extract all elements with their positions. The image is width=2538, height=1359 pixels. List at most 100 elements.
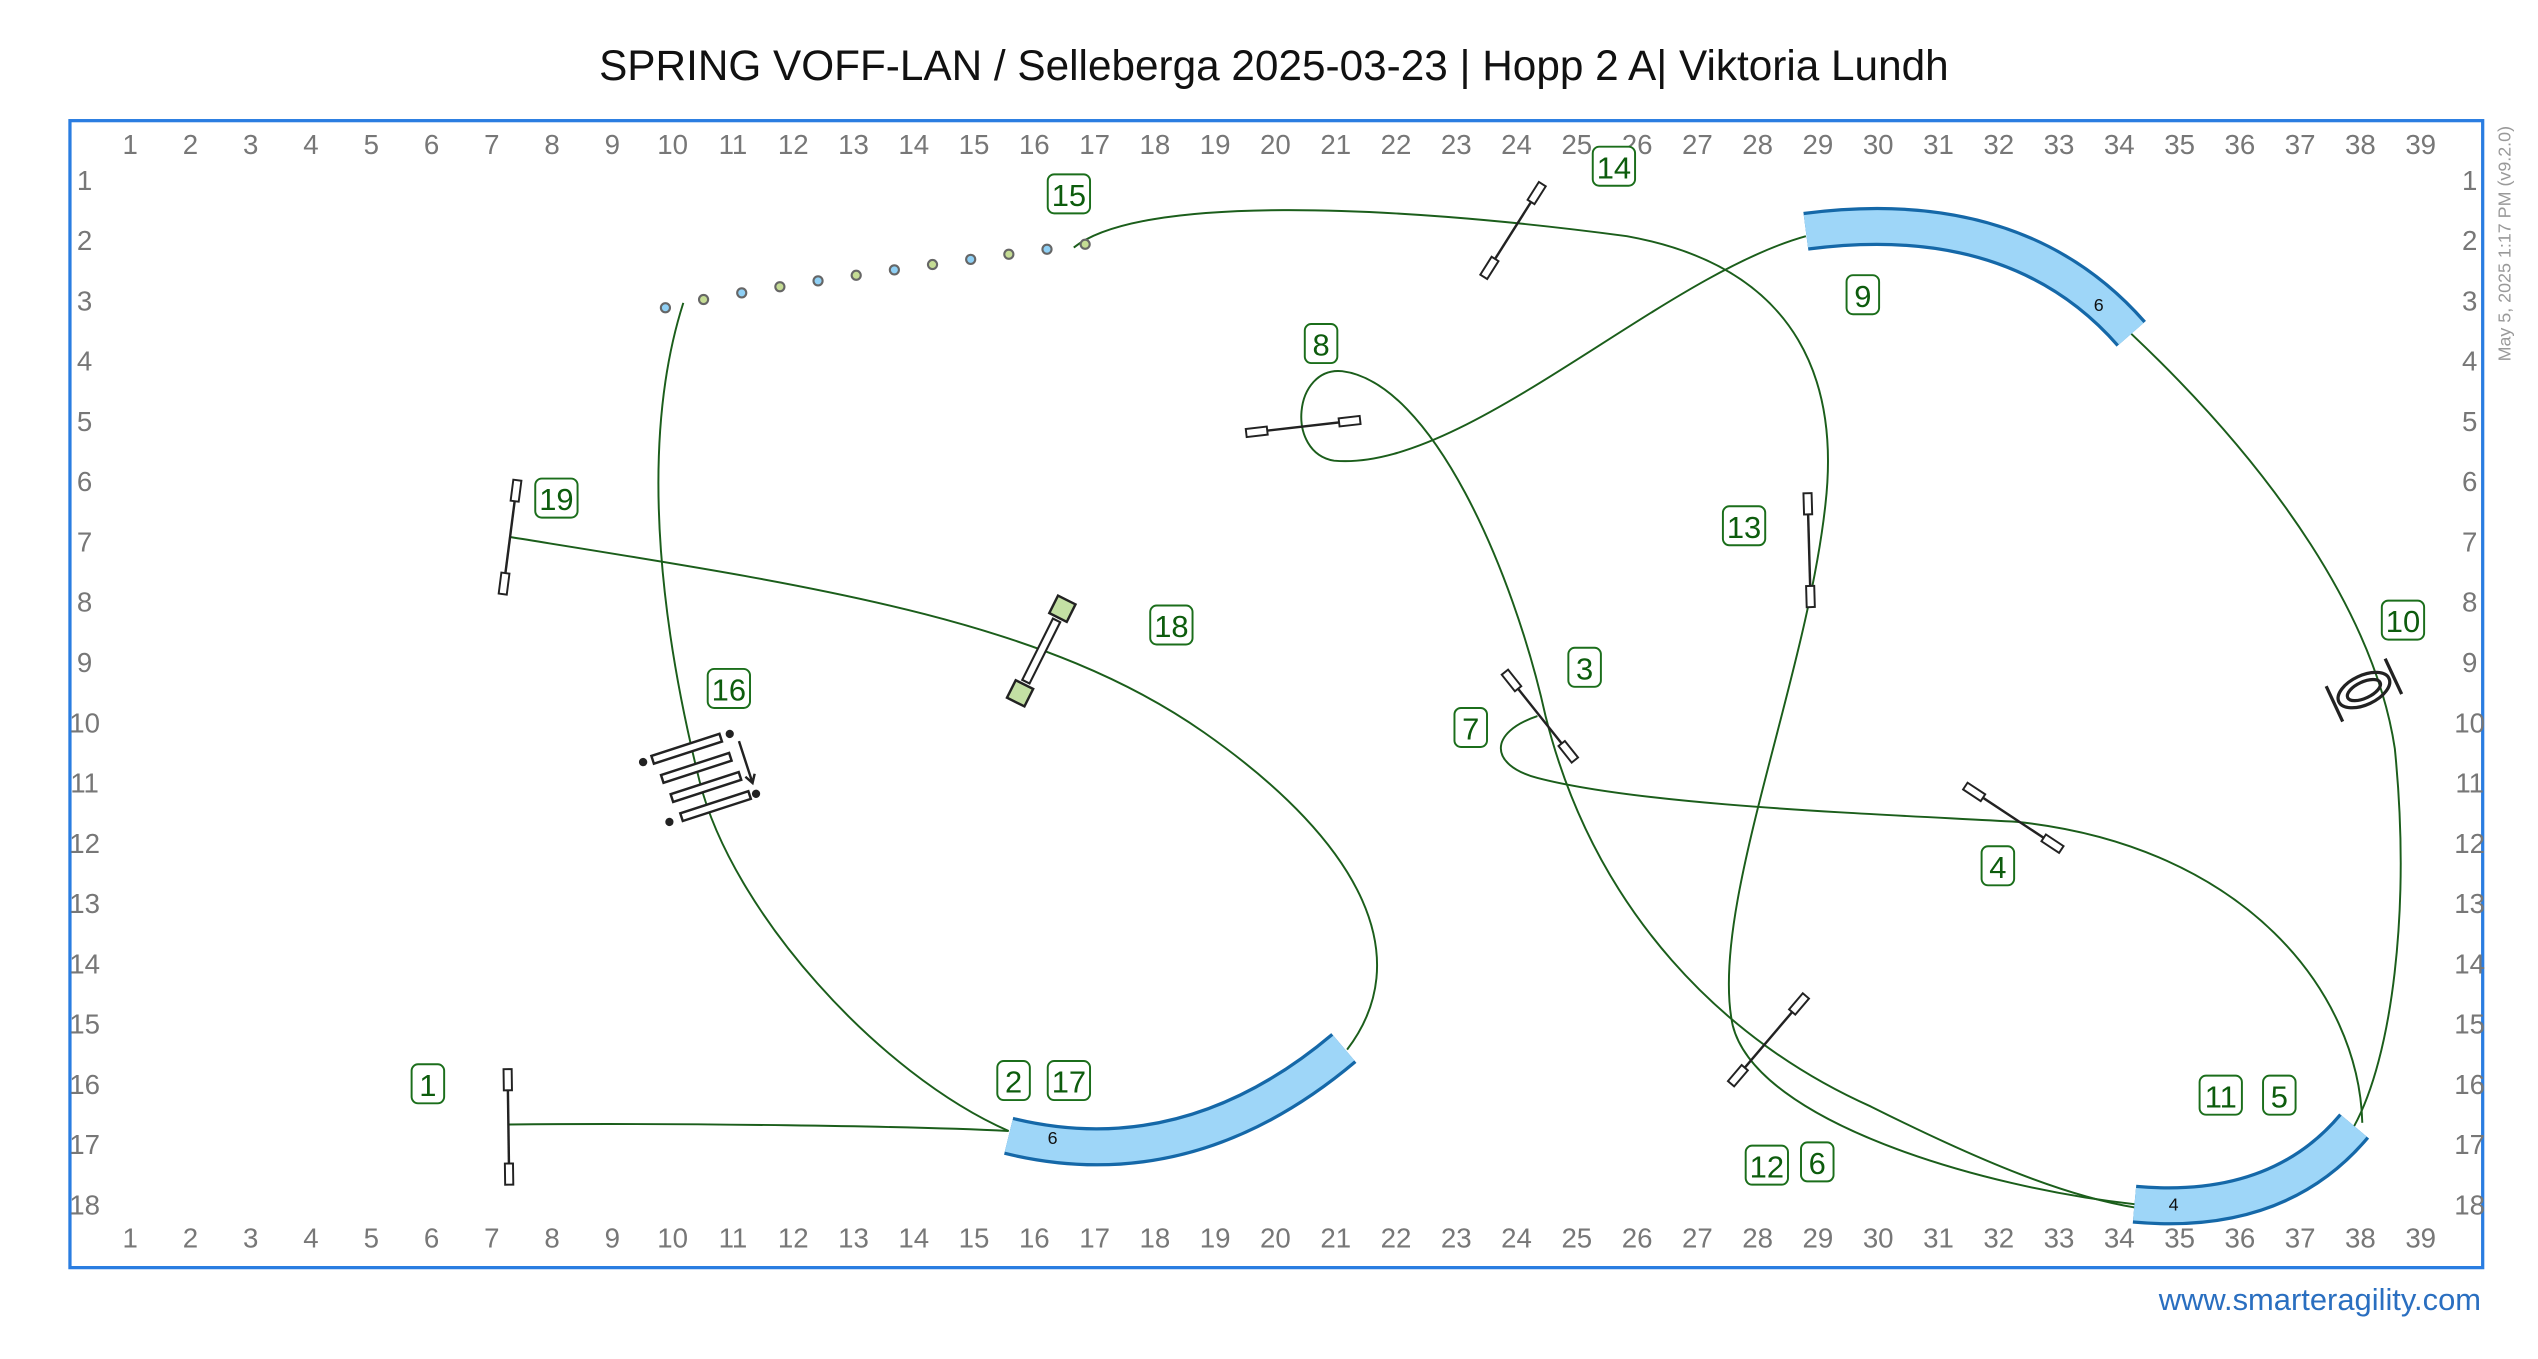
row-label: 6 xyxy=(2462,466,2477,497)
jump-stand xyxy=(1805,584,1816,609)
weave-pole xyxy=(926,258,939,271)
number-label: 2 xyxy=(1005,1065,1022,1100)
course-number-1: 1 xyxy=(410,1063,446,1105)
number-box xyxy=(1744,1144,1789,1186)
column-label: 15 xyxy=(959,1222,990,1253)
course-title: SPRING VOFF-LAN / Selleberga 2025-03-23 … xyxy=(599,42,1949,89)
number-label: 19 xyxy=(539,482,573,517)
jump-19[interactable] xyxy=(497,478,523,596)
number-box xyxy=(1303,323,1339,365)
column-label: 11 xyxy=(719,1222,748,1253)
row-label: 4 xyxy=(77,346,92,377)
weave-poles-15[interactable] xyxy=(659,238,1091,314)
course-number-14: 14 xyxy=(1591,145,1637,187)
jump-8[interactable] xyxy=(1244,414,1362,439)
row-label: 16 xyxy=(69,1069,100,1100)
column-label: 3 xyxy=(243,129,258,160)
jump-stand xyxy=(1526,180,1548,206)
row-label: 10 xyxy=(69,707,100,738)
column-label: 27 xyxy=(1682,1222,1713,1253)
number-label: 3 xyxy=(1576,651,1593,686)
column-label: 12 xyxy=(778,129,809,160)
column-label: 37 xyxy=(2285,129,2316,160)
tire-10[interactable] xyxy=(2324,657,2404,723)
row-label: 2 xyxy=(77,225,92,256)
course-number-5: 5 xyxy=(2262,1074,2297,1116)
column-label: 21 xyxy=(1320,1222,1351,1253)
column-label: 31 xyxy=(1923,1222,1954,1253)
number-label: 4 xyxy=(1989,850,2006,885)
number-box xyxy=(2198,1074,2243,1116)
column-label: 29 xyxy=(1803,129,1834,160)
column-label: 19 xyxy=(1200,1222,1231,1253)
number-box xyxy=(534,477,579,519)
number-label: 10 xyxy=(2386,604,2420,639)
column-label: 14 xyxy=(898,1222,929,1253)
course-number-4: 4 xyxy=(1980,845,2016,887)
field-border xyxy=(68,119,2485,1270)
jump-6-12[interactable] xyxy=(1726,991,1811,1088)
jump-14[interactable] xyxy=(1478,180,1548,281)
column-label: 35 xyxy=(2164,129,2195,160)
column-label: 1 xyxy=(122,1222,137,1253)
jump-4[interactable] xyxy=(1961,781,2065,855)
jump-stand xyxy=(1337,414,1362,428)
column-label: 5 xyxy=(364,129,379,160)
jump-stand xyxy=(1557,739,1580,764)
course-number-13: 13 xyxy=(1721,505,1767,547)
weave-pole xyxy=(1041,243,1053,255)
row-label: 14 xyxy=(69,948,100,979)
column-label: 18 xyxy=(1139,129,1170,160)
course-path xyxy=(509,209,2402,1209)
row-label: 9 xyxy=(77,647,92,678)
column-label: 15 xyxy=(959,129,990,160)
column-label: 4 xyxy=(303,129,318,160)
column-label: 21 xyxy=(1320,129,1351,160)
column-label: 25 xyxy=(1561,1222,1592,1253)
column-label: 16 xyxy=(1019,129,1050,160)
footer-link[interactable]: www.smarteragility.com xyxy=(2158,1282,2481,1317)
tunnel-length: 6 xyxy=(2094,295,2104,315)
number-label: 13 xyxy=(1727,510,1761,545)
tunnel-2-17[interactable]: 6 xyxy=(1004,1033,1357,1167)
row-label: 12 xyxy=(69,828,100,859)
column-label: 11 xyxy=(719,129,748,160)
column-label: 32 xyxy=(1983,129,2014,160)
column-label: 14 xyxy=(898,129,929,160)
jump-18[interactable] xyxy=(1005,593,1078,709)
number-label: 11 xyxy=(2205,1079,2237,1114)
column-label: 7 xyxy=(484,129,499,160)
column-label: 29 xyxy=(1803,1222,1834,1253)
column-label: 38 xyxy=(2345,1222,2376,1253)
weave-pole xyxy=(1079,238,1091,250)
column-label: 5 xyxy=(364,1222,379,1253)
jump-stand xyxy=(1478,255,1500,281)
column-label: 36 xyxy=(2224,1222,2255,1253)
jump-stand xyxy=(1726,1063,1750,1088)
number-label: 15 xyxy=(1052,178,1086,213)
column-label: 26 xyxy=(1622,1222,1653,1253)
column-label: 24 xyxy=(1501,129,1532,160)
row-label: 11 xyxy=(2455,768,2484,799)
jump-13[interactable] xyxy=(1802,492,1816,609)
jump-1[interactable] xyxy=(502,1068,515,1186)
course-number-8: 8 xyxy=(1303,323,1339,365)
number-box xyxy=(1453,706,1488,748)
number-label: 14 xyxy=(1597,150,1631,185)
number-box xyxy=(706,667,751,709)
course-number-9: 9 xyxy=(1845,274,1881,316)
column-label: 2 xyxy=(183,1222,198,1253)
jump-3[interactable] xyxy=(1500,668,1580,764)
column-label: 30 xyxy=(1863,1222,1894,1253)
grid-labels: 1122334455667788991010111112121313141415… xyxy=(69,129,2485,1253)
column-label: 38 xyxy=(2345,129,2376,160)
long-jump-16[interactable] xyxy=(638,727,761,828)
tunnel-9[interactable]: 6 xyxy=(1803,207,2146,347)
weave-pole xyxy=(965,253,977,265)
column-label: 16 xyxy=(1019,1222,1050,1253)
tunnel-5-11[interactable]: 4 xyxy=(2132,1113,2370,1226)
number-label: 12 xyxy=(1750,1149,1784,1184)
column-label: 23 xyxy=(1441,1222,1472,1253)
course-number-11: 11 xyxy=(2198,1074,2243,1116)
